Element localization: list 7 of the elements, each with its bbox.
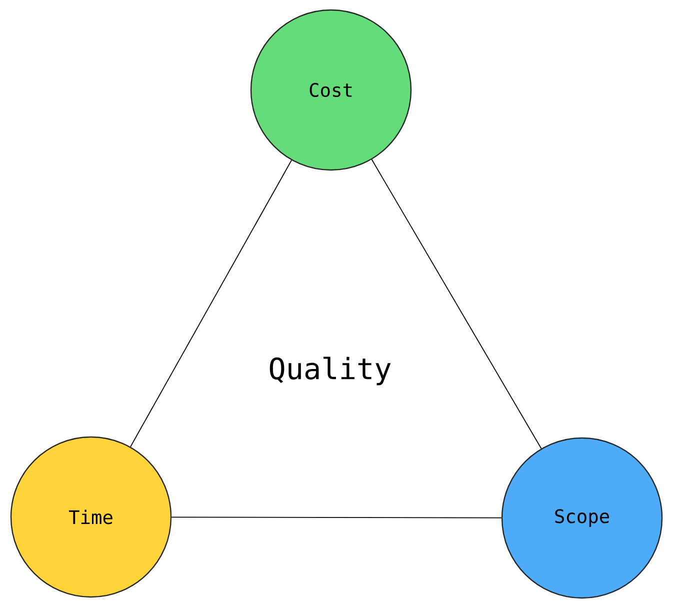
center-label: Quality bbox=[270, 356, 391, 386]
circle-node: Time bbox=[10, 436, 172, 598]
circle-node: Scope bbox=[501, 437, 663, 599]
connector-line bbox=[130, 160, 292, 448]
connector-line bbox=[171, 516, 502, 518]
connector-line bbox=[371, 159, 542, 449]
circle-node: Cost bbox=[250, 9, 412, 171]
